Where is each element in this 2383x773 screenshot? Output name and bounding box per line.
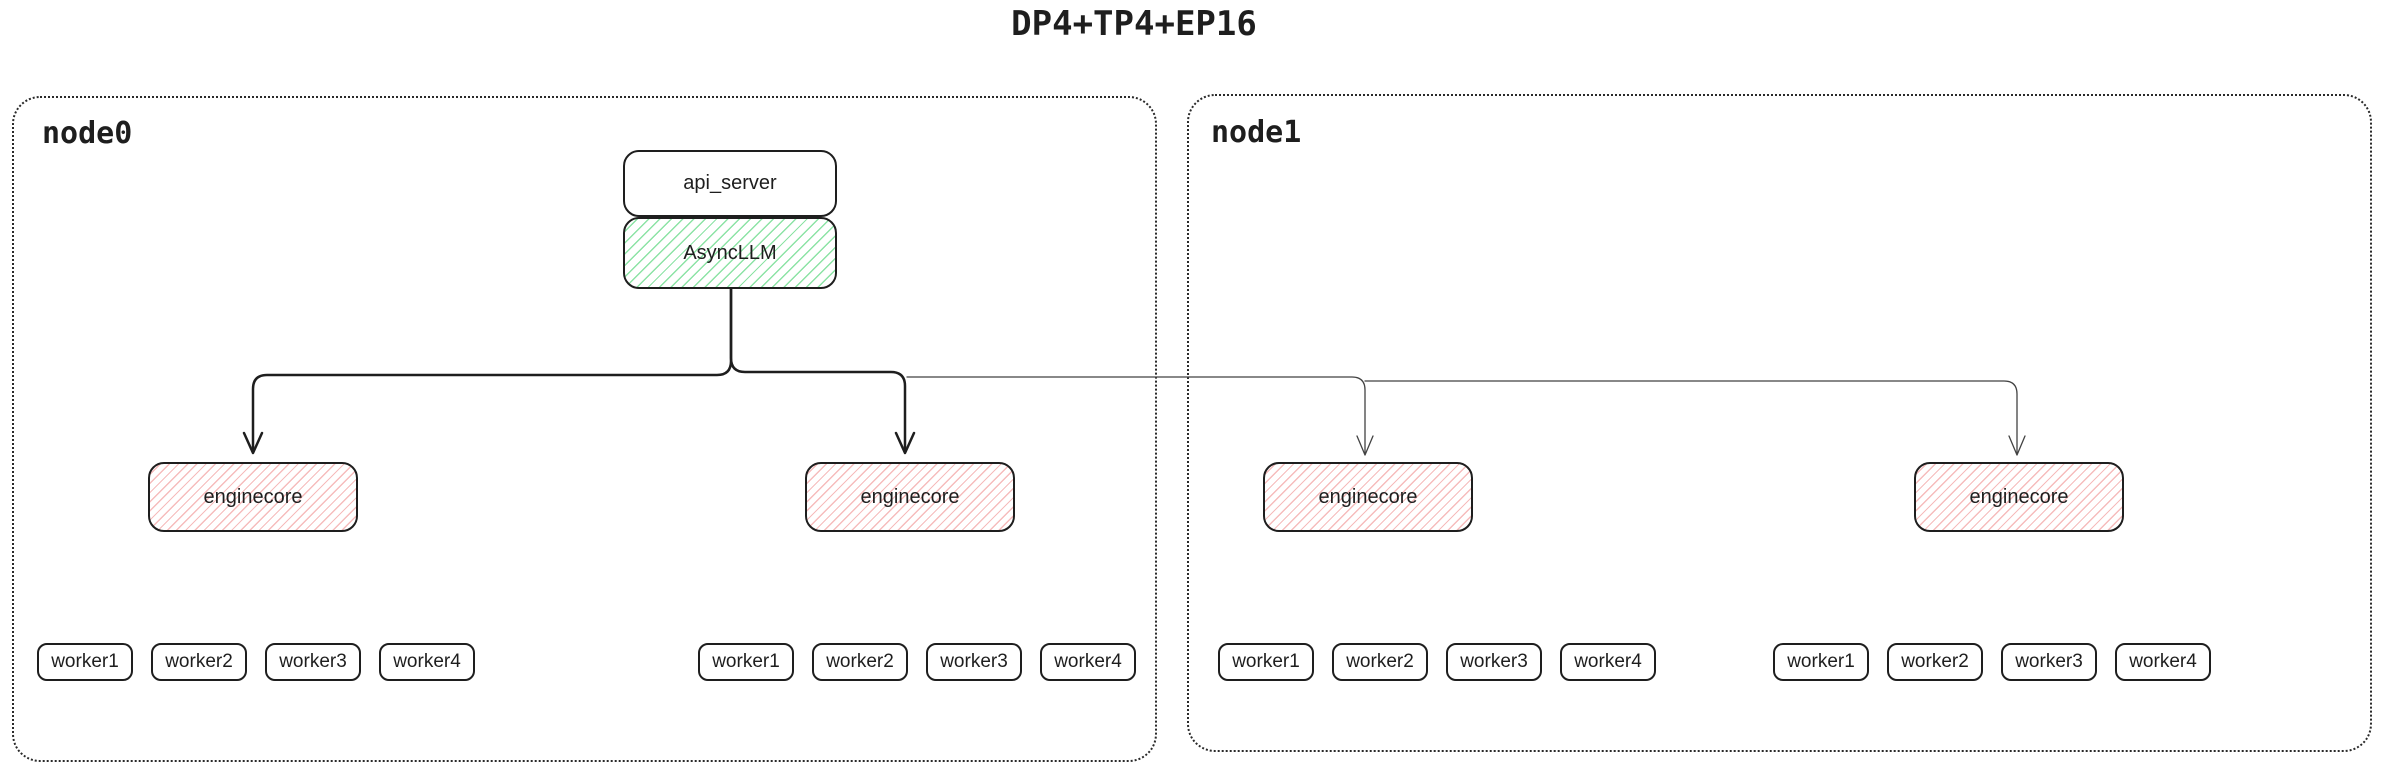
enginecore-label: enginecore (1318, 485, 1418, 508)
node1-container (1187, 94, 2372, 752)
enginecore-box-4: enginecore (1914, 462, 2124, 532)
worker-box: worker3 (926, 643, 1022, 681)
arrowhead-enginecore3 (1356, 435, 1374, 456)
worker-box: worker2 (151, 643, 247, 681)
worker-group-1: worker1 worker2 worker3 worker4 (37, 643, 475, 681)
arrowhead-enginecore4 (2008, 435, 2026, 456)
worker-box: worker3 (1446, 643, 1542, 681)
node0-label: node0 (42, 116, 133, 151)
enginecore-box-2: enginecore (805, 462, 1015, 532)
enginecore-label: enginecore (860, 485, 960, 508)
worker-box: worker2 (1887, 643, 1983, 681)
worker-box: worker2 (812, 643, 908, 681)
worker-group-3: worker1 worker2 worker3 worker4 (1218, 643, 1656, 681)
arrowhead-enginecore1 (242, 431, 264, 455)
diagram-title: DP4+TP4+EP16 (1011, 4, 1257, 44)
worker-box: worker1 (1773, 643, 1869, 681)
edge-asyncllm-to-enginecore3 (906, 376, 1366, 454)
worker-box: worker4 (1560, 643, 1656, 681)
api-server-box: api_server (623, 150, 837, 217)
worker-group-2: worker1 worker2 worker3 worker4 (698, 643, 1136, 681)
worker-box: worker4 (379, 643, 475, 681)
worker-box: worker3 (265, 643, 361, 681)
worker-group-4: worker1 worker2 worker3 worker4 (1773, 643, 2211, 681)
edge-asyncllm-to-enginecore2 (729, 287, 907, 453)
worker-box: worker1 (1218, 643, 1314, 681)
worker-box: worker1 (37, 643, 133, 681)
worker-box: worker3 (2001, 643, 2097, 681)
enginecore-label: enginecore (203, 485, 303, 508)
worker-box: worker1 (698, 643, 794, 681)
worker-box: worker4 (1040, 643, 1136, 681)
edge-asyncllm-to-enginecore1 (251, 287, 733, 453)
api-server-label: api_server (683, 172, 777, 194)
worker-box: worker4 (2115, 643, 2211, 681)
enginecore-label: enginecore (1969, 485, 2069, 508)
worker-box: worker2 (1332, 643, 1428, 681)
node0-container (12, 96, 1157, 762)
node1-label: node1 (1211, 115, 1302, 150)
enginecore-box-3: enginecore (1263, 462, 1473, 532)
asyncllm-label: AsyncLLM (683, 241, 777, 264)
edge-asyncllm-to-enginecore4 (1364, 380, 2018, 454)
arrowhead-enginecore2 (894, 431, 916, 455)
enginecore-box-1: enginecore (148, 462, 358, 532)
asyncllm-box: AsyncLLM (623, 217, 837, 289)
